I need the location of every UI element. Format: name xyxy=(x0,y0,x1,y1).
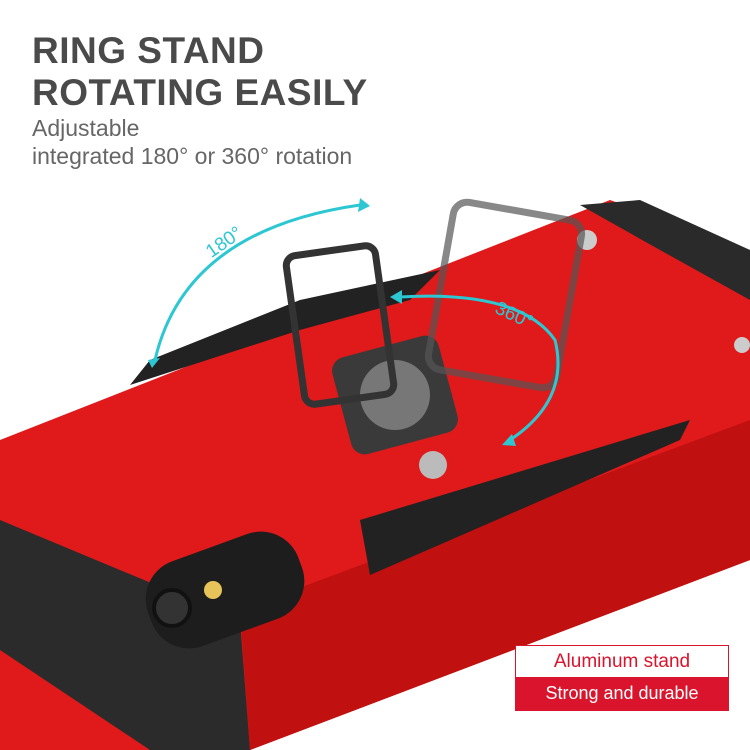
camera-lens xyxy=(152,588,192,628)
arrow-head xyxy=(502,434,516,446)
subtitle-line-2: integrated 180° or 360° rotation xyxy=(32,143,353,169)
ring-stand-frame xyxy=(282,242,398,408)
subtitle-line-1: Adjustable xyxy=(32,115,140,141)
feature-tagline: Strong and durable xyxy=(516,677,728,710)
headline: RING STAND ROTATING EASILY xyxy=(32,30,368,114)
headline-line-2: ROTATING EASILY xyxy=(32,72,368,113)
grip-top xyxy=(130,270,440,385)
headline-line-1: RING STAND xyxy=(32,30,265,71)
feature-title: Aluminum stand xyxy=(516,646,728,677)
screw xyxy=(734,337,750,353)
case-top-edge xyxy=(580,200,750,300)
ring-center xyxy=(360,360,430,430)
screw xyxy=(419,451,447,479)
arrow-180 xyxy=(153,203,361,361)
arrow-head xyxy=(148,358,160,368)
grip-bottom xyxy=(360,420,690,575)
ring-stand-frame-ghost xyxy=(424,198,586,392)
case-side xyxy=(240,420,750,750)
subtitle: Adjustable integrated 180° or 360° rotat… xyxy=(32,114,352,170)
flash xyxy=(204,581,222,599)
arrow-360 xyxy=(399,294,560,442)
feature-label: Aluminum stand Strong and durable xyxy=(515,645,729,711)
arrow-head xyxy=(390,290,402,304)
arrow-head xyxy=(358,198,370,212)
case-bottom-edge xyxy=(0,520,250,750)
